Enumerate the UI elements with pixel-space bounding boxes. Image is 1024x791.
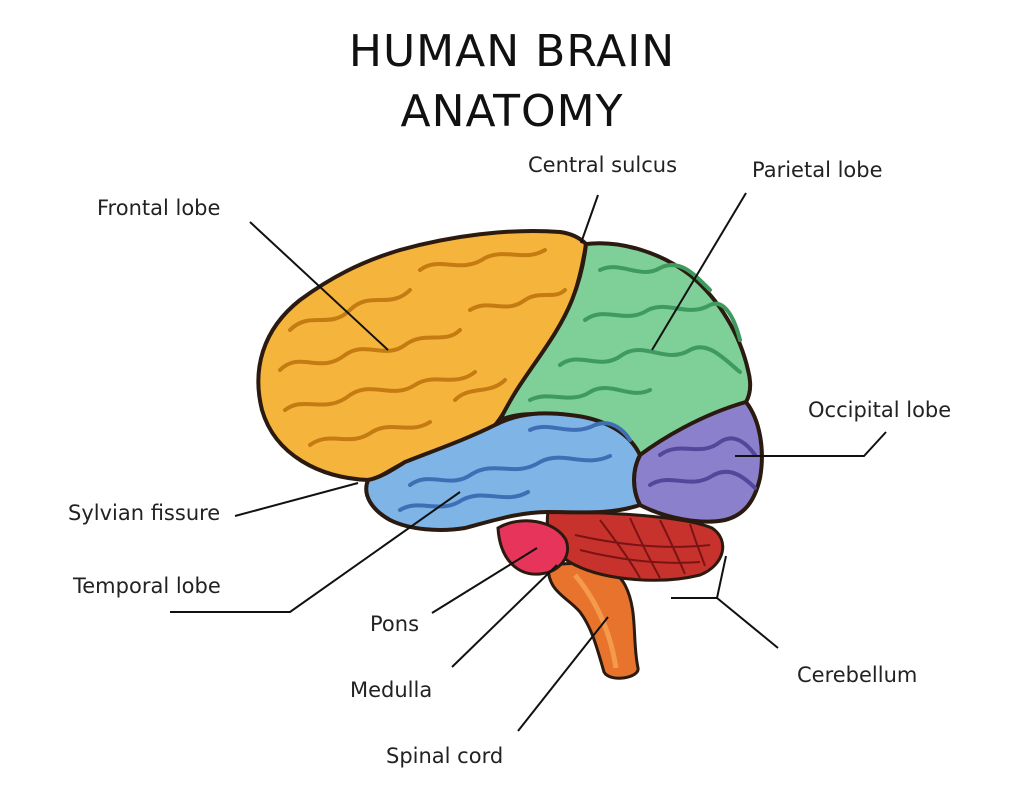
label-parietal-lobe: Parietal lobe bbox=[752, 158, 883, 182]
title-line-1: HUMAN BRAIN bbox=[348, 26, 676, 77]
parietal-lobe-leader bbox=[651, 192, 747, 351]
sylvian-fissure-leader bbox=[234, 482, 359, 517]
medulla-leader bbox=[451, 564, 558, 668]
temporal-lobe-leader bbox=[170, 491, 461, 613]
label-central-sulcus: Central sulcus bbox=[528, 153, 678, 177]
pons-leader bbox=[431, 547, 538, 614]
label-frontal-lobe: Frontal lobe bbox=[97, 196, 221, 220]
temporal-lobe-region bbox=[364, 411, 643, 532]
title-line-2: ANATOMY bbox=[400, 86, 624, 137]
label-spinal-cord: Spinal cord bbox=[386, 744, 504, 768]
label-sylvian-fissure: Sylvian fissure bbox=[68, 501, 221, 525]
spinal-cord-leader bbox=[517, 616, 609, 732]
label-medulla: Medulla bbox=[350, 678, 433, 702]
label-pons: Pons bbox=[370, 612, 420, 636]
cerebellum-leader-branch bbox=[716, 555, 727, 599]
cerebellum-leader bbox=[671, 597, 779, 649]
leader-lines bbox=[170, 192, 887, 732]
label-occipital-lobe: Occipital lobe bbox=[808, 398, 952, 422]
label-cerebellum: Cerebellum bbox=[797, 663, 918, 687]
spinal-cord-region bbox=[546, 562, 640, 680]
occipital-lobe-leader bbox=[735, 431, 887, 457]
frontal-lobe-leader bbox=[249, 221, 389, 351]
central-sulcus-leader bbox=[580, 194, 599, 244]
label-temporal-lobe: Temporal lobe bbox=[73, 574, 221, 598]
